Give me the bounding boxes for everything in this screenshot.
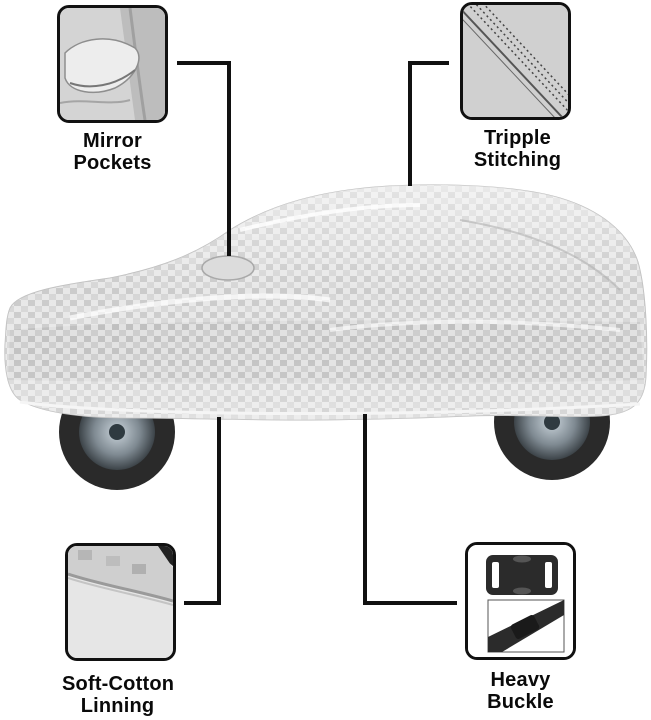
connector-buckle-vertical bbox=[363, 414, 367, 605]
heavy-buckle-label-line2: Buckle bbox=[487, 691, 554, 713]
soft-cotton-linning-label: Soft-Cotton Linning bbox=[62, 673, 175, 717]
tripple-stitching-label: Tripple Stitching bbox=[462, 127, 573, 171]
soft-cotton-linning-image bbox=[65, 543, 176, 661]
mirror-pocket-bump bbox=[201, 255, 255, 281]
soft-cotton-linning-label-line2: Linning bbox=[80, 695, 155, 717]
mirror-pockets-image bbox=[57, 5, 168, 123]
connector-buckle-horizontal bbox=[363, 601, 457, 605]
heavy-buckle-image bbox=[465, 542, 576, 660]
heavy-buckle-label-line1: Heavy bbox=[490, 669, 551, 691]
mirror-pockets-label-line2: Pockets bbox=[73, 152, 152, 174]
tripple-stitching-label-line2: Stitching bbox=[473, 149, 562, 171]
strap-buckle-icon bbox=[487, 599, 565, 653]
mirror-pockets-label-line1: Mirror bbox=[83, 130, 142, 152]
tripple-stitching-image bbox=[460, 2, 571, 120]
soft-cotton-linning-label-line1: Soft-Cotton bbox=[62, 673, 175, 695]
connector-mirror-horizontal bbox=[177, 61, 231, 65]
buckle-icon bbox=[486, 555, 558, 595]
connector-lining-horizontal bbox=[184, 601, 221, 605]
connector-stitching-vertical bbox=[408, 61, 412, 186]
tripple-stitching-label-line1: Tripple bbox=[484, 127, 551, 149]
connector-mirror-vertical bbox=[227, 61, 231, 256]
mirror-pockets-label: Mirror Pockets bbox=[57, 130, 168, 174]
connector-lining-vertical bbox=[217, 417, 221, 605]
connector-stitching-horizontal bbox=[408, 61, 449, 65]
heavy-buckle-label: Heavy Buckle bbox=[465, 669, 576, 713]
